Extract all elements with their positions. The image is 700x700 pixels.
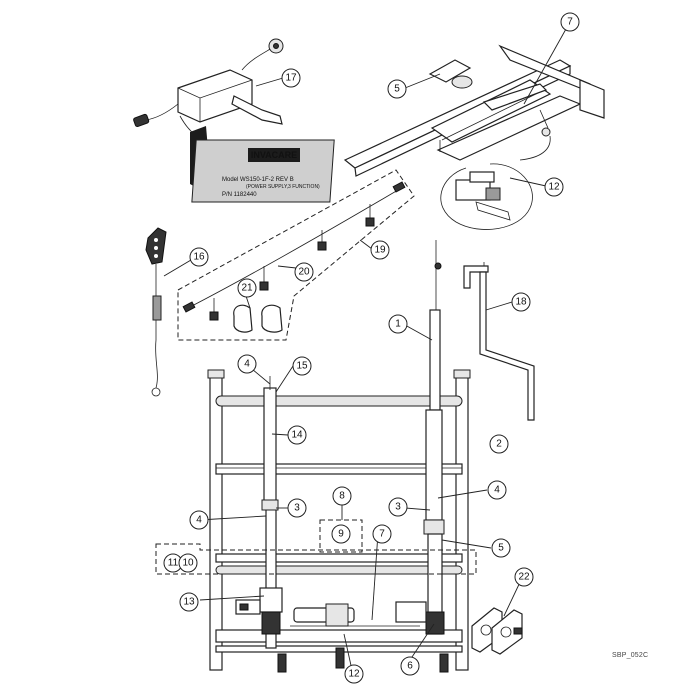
callout-19: 19: [370, 240, 390, 260]
callout-6: 6: [400, 656, 420, 676]
right-lift-column: [423, 240, 445, 635]
callout-16: 16: [189, 247, 209, 267]
svg-text:17: 17: [285, 73, 297, 84]
callout-4-left-top: 4: [237, 354, 257, 374]
crank-handle: [463, 262, 535, 421]
svg-text:3: 3: [294, 503, 300, 514]
callout-7-bottom: 7: [372, 524, 392, 544]
svg-text:4: 4: [196, 515, 202, 526]
label-model: Model WS150-1F-2 REV B: [222, 177, 294, 183]
svg-text:16: 16: [193, 252, 205, 263]
callout-14: 14: [287, 425, 307, 445]
svg-text:4: 4: [494, 485, 500, 496]
svg-text:4: 4: [244, 359, 250, 370]
callout-2: 2: [489, 434, 509, 454]
product-label: INVACARE Model WS150-1F-2 REV B (POWER S…: [190, 126, 335, 203]
svg-text:2: 2: [496, 439, 502, 450]
cable-harness-box: [177, 169, 415, 341]
callout-22: 22: [514, 567, 534, 587]
callout-5-top: 5: [387, 79, 407, 99]
power-supply: [133, 38, 284, 143]
svg-text:7: 7: [379, 529, 385, 540]
svg-text:12: 12: [348, 669, 360, 680]
side-latch: [471, 607, 523, 655]
callout-9: 9: [331, 524, 351, 544]
svg-text:7: 7: [567, 17, 573, 28]
left-lift-column: [259, 376, 283, 649]
callout-8: 8: [332, 486, 352, 506]
callout-12-top: 12: [544, 177, 564, 197]
reference-code: SBP_052C: [612, 652, 649, 659]
callout-13: 13: [179, 592, 199, 612]
svg-text:14: 14: [291, 430, 303, 441]
leader-lines: [163, 28, 567, 671]
svg-text:20: 20: [298, 267, 310, 278]
svg-text:19: 19: [374, 245, 386, 256]
callout-3-right: 3: [388, 497, 408, 517]
svg-text:3: 3: [395, 502, 401, 513]
callout-4-right: 4: [487, 480, 507, 500]
bottom-drive-assembly: [235, 599, 427, 631]
bed-frame: [207, 369, 471, 673]
svg-text:12: 12: [548, 182, 560, 193]
group-box-8-9: [319, 519, 363, 553]
svg-text:6: 6: [407, 661, 413, 672]
label-description: (POWER SUPPLY,3 FUNCTION): [246, 184, 320, 190]
svg-text:21: 21: [241, 283, 253, 294]
callout-1: 1: [388, 314, 408, 334]
callout-3-left: 3: [287, 498, 307, 518]
motor-detail-bubble: [440, 163, 533, 230]
svg-text:8: 8: [339, 491, 345, 502]
callout-17: 17: [281, 68, 301, 88]
top-actuator-assembly: [343, 44, 605, 177]
svg-text:1: 1: [395, 319, 401, 330]
callout-4-left: 4: [189, 510, 209, 530]
callout-21: 21: [237, 278, 257, 298]
callout-5-bottom: 5: [491, 538, 511, 558]
svg-text:18: 18: [515, 297, 527, 308]
callout-20: 20: [294, 262, 314, 282]
hand-pendant: [145, 227, 167, 397]
callout-18: 18: [511, 292, 531, 312]
svg-text:22: 22: [518, 572, 530, 583]
svg-text:5: 5: [498, 543, 504, 554]
callout-7-top: 7: [560, 12, 580, 32]
callout-12-bottom: 12: [344, 664, 364, 684]
label-pn: P/N 1182440: [222, 192, 257, 198]
callout-15: 15: [292, 356, 312, 376]
svg-text:9: 9: [338, 529, 344, 540]
label-brand: INVACARE: [251, 150, 297, 160]
svg-text:10: 10: [182, 558, 194, 569]
svg-text:13: 13: [183, 597, 195, 608]
group-box-10-11: [155, 543, 477, 575]
svg-text:15: 15: [296, 361, 308, 372]
callout-10: 10: [178, 553, 198, 573]
svg-text:11: 11: [168, 558, 179, 569]
svg-text:5: 5: [394, 84, 400, 95]
